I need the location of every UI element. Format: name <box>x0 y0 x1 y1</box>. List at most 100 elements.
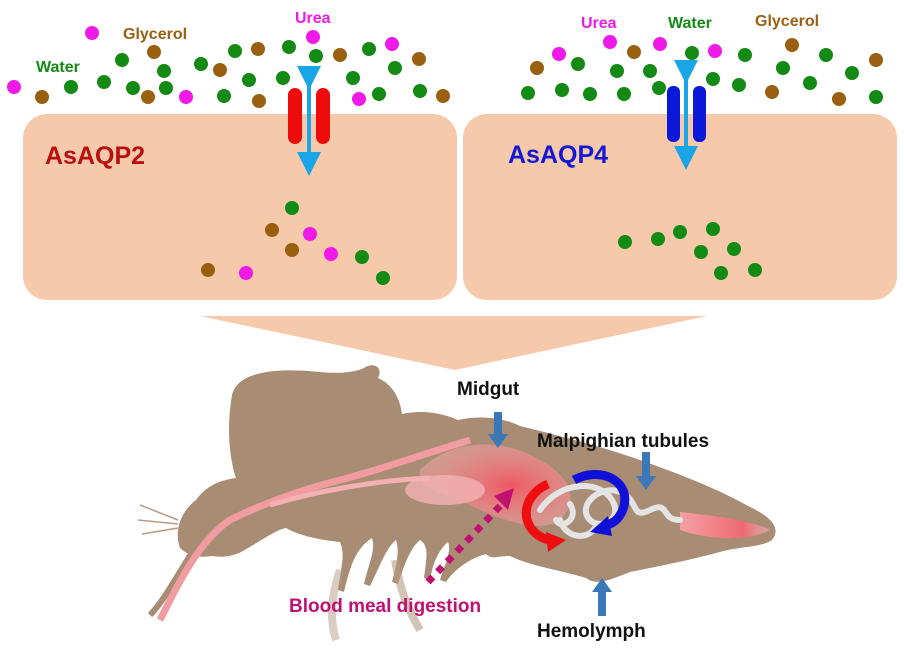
water-molecule <box>521 86 535 100</box>
urea-molecule <box>653 37 667 51</box>
blood-meal-arrow <box>425 488 514 585</box>
glycerol-molecule <box>765 85 779 99</box>
midgut-organ <box>419 444 571 526</box>
water-molecule <box>242 73 256 87</box>
water-molecule <box>372 87 386 101</box>
title-aqp4: AsAQP4 <box>508 141 608 169</box>
glycerol-molecule <box>436 89 450 103</box>
glycerol-molecule <box>333 48 347 62</box>
water-molecule <box>309 49 323 63</box>
water-molecule <box>685 46 699 60</box>
legend-glycerol-aqp4: Glycerol <box>755 13 819 30</box>
water-molecule <box>413 84 427 98</box>
urea-molecule <box>603 35 617 49</box>
legend-urea-aqp2: Urea <box>295 10 331 27</box>
midgut-pointer-arrow <box>488 412 508 448</box>
water-molecule <box>571 57 585 71</box>
water-molecule <box>228 44 242 58</box>
cell-panel-aqp4 <box>463 114 897 300</box>
cycle-arrow-blue <box>571 470 630 531</box>
water-molecule <box>388 61 402 75</box>
water-molecule <box>555 83 569 97</box>
label-hemolymph: Hemolymph <box>537 621 646 642</box>
aqp2-channel <box>288 66 330 176</box>
water-molecule <box>651 232 665 246</box>
urea-molecule <box>306 30 320 44</box>
cell-panel-aqp2 <box>23 114 457 300</box>
water-molecule <box>217 89 231 103</box>
channel-subunit-right <box>316 88 330 144</box>
water-molecule <box>617 87 631 101</box>
label-malpighian-tubules: Malpighian tubules <box>537 431 709 452</box>
molecules-inside-aqp2 <box>201 201 390 285</box>
cycle-arrow-red <box>521 479 551 545</box>
glycerol-molecule <box>252 94 266 108</box>
water-molecule <box>362 42 376 56</box>
water-molecule <box>610 64 624 78</box>
water-molecule <box>346 71 360 85</box>
channel-subunit-left <box>667 86 680 142</box>
urea-molecule <box>7 80 21 94</box>
legend-water-aqp2: Water <box>36 59 80 76</box>
urea-molecule <box>324 247 338 261</box>
water-molecule <box>673 225 687 239</box>
water-molecule <box>376 271 390 285</box>
water-molecule <box>583 87 597 101</box>
glycerol-molecule <box>147 45 161 59</box>
water-molecule <box>727 242 741 256</box>
hemolymph-pointer-arrow <box>592 578 612 616</box>
title-aqp2: AsAQP2 <box>45 142 145 170</box>
crop-tube <box>269 475 431 508</box>
glycerol-molecule <box>412 52 426 66</box>
cycle-arrow-red-head <box>546 532 566 552</box>
water-molecule <box>285 201 299 215</box>
glycerol-molecule <box>213 63 227 77</box>
water-molecule <box>738 48 752 62</box>
molecules-outside-aqp2 <box>7 26 450 108</box>
water-molecule <box>97 75 111 89</box>
water-molecule <box>845 66 859 80</box>
water-molecule <box>706 72 720 86</box>
glycerol-molecule <box>201 263 215 277</box>
water-molecule <box>819 48 833 62</box>
aqp4-channel <box>667 60 706 170</box>
glycerol-molecule <box>285 243 299 257</box>
glycerol-molecule <box>869 53 883 67</box>
blood-meal-bolus <box>405 475 485 505</box>
foregut-tube <box>156 436 472 622</box>
water-molecule <box>157 64 171 78</box>
legend-glycerol-aqp2: Glycerol <box>123 26 187 43</box>
water-molecule <box>159 81 173 95</box>
cycle-arrow-blue-head <box>590 516 612 536</box>
water-molecule <box>282 40 296 54</box>
water-molecule <box>652 81 666 95</box>
urea-molecule <box>385 37 399 51</box>
water-molecule <box>748 263 762 277</box>
glycerol-molecule <box>141 90 155 104</box>
water-molecule <box>64 80 78 94</box>
water-molecule <box>643 64 657 78</box>
water-molecule <box>194 57 208 71</box>
molecules-outside-aqp4 <box>521 35 883 106</box>
urea-molecule <box>85 26 99 40</box>
water-molecule <box>115 53 129 67</box>
legend-water-aqp4: Water <box>668 15 712 32</box>
legend-urea-aqp4: Urea <box>581 15 617 32</box>
mosquito-illustration <box>137 365 776 642</box>
water-molecule <box>869 90 883 104</box>
mosquito-antennae <box>137 504 179 535</box>
label-midgut: Midgut <box>457 379 520 400</box>
glycerol-molecule <box>530 61 544 75</box>
channel-subunit-left <box>288 88 302 144</box>
urea-molecule <box>552 47 566 61</box>
urea-molecule <box>708 44 722 58</box>
channel-subunit-right <box>693 86 706 142</box>
glycerol-molecule <box>265 223 279 237</box>
water-molecule <box>126 81 140 95</box>
water-molecule <box>714 266 728 280</box>
water-molecule <box>803 76 817 90</box>
hindgut <box>680 512 770 539</box>
urea-molecule <box>303 227 317 241</box>
label-blood-meal-digestion: Blood meal digestion <box>289 596 481 617</box>
molecules-inside-aqp4 <box>618 222 762 280</box>
